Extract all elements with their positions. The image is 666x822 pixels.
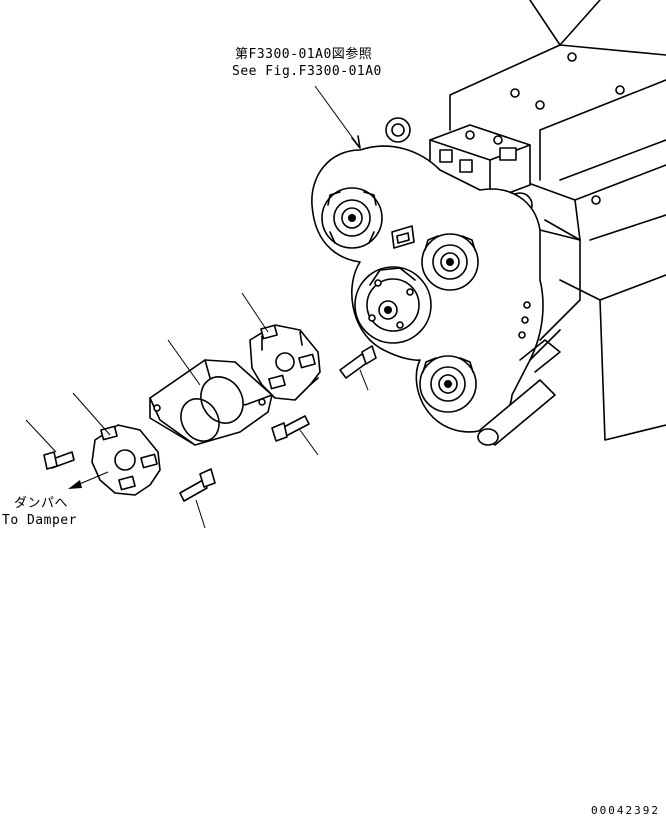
bolt-upper-right (339, 345, 377, 379)
damper-label-jp: ダンパへ (14, 496, 69, 511)
coupling-flange-upper (249, 324, 321, 401)
damper-label-en: To Damper (2, 513, 77, 528)
damper-arrow (68, 471, 109, 489)
reference-label-en: See Fig.F3300-01A0 (232, 64, 382, 79)
coupling-flange-lower (91, 424, 161, 496)
bolt-middle (271, 415, 310, 442)
drive-shaft (149, 359, 273, 446)
reference-label-jp: 第F3300-01A0図参照 (235, 47, 373, 62)
bolt-lower-right (179, 468, 216, 502)
bolt-lower-left (43, 451, 75, 470)
transmission-housing (311, 0, 666, 446)
leader-lines (25, 85, 369, 529)
drawing-number: 00042392 (591, 804, 660, 817)
